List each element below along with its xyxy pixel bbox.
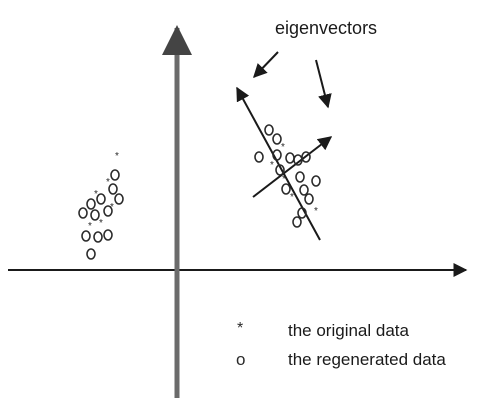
regenerated-data-point [281, 183, 291, 195]
regenerated-data-point [275, 164, 285, 176]
annotation-pointer-right [315, 59, 332, 109]
legend-label-original: the original data [288, 321, 410, 340]
regenerated-data-point [96, 193, 106, 205]
regenerated-data-point [93, 231, 103, 243]
regenerated-data-point [295, 171, 305, 183]
original-data-point: * [94, 189, 98, 200]
legend-symbol-original: * [237, 320, 243, 337]
original-data-point: * [314, 206, 318, 217]
left-data-cluster: * * * * * * [78, 151, 124, 260]
regenerated-data-point [108, 183, 118, 195]
original-data-point: * [281, 142, 285, 153]
regenerated-data-point [254, 151, 264, 163]
original-data-point: * [270, 160, 274, 171]
regenerated-data-point [301, 151, 311, 163]
annotation-pointer-left [253, 51, 279, 79]
eigenvector-major [236, 86, 321, 241]
legend-label-regenerated: the regenerated data [288, 350, 446, 369]
regenerated-data-point [264, 124, 274, 136]
regenerated-data-point [86, 198, 96, 210]
regenerated-data-point [304, 193, 314, 205]
regenerated-data-point [78, 207, 88, 219]
regenerated-data-point [297, 207, 307, 219]
right-data-cluster: * * * * * [254, 124, 321, 228]
regenerated-data-point [114, 193, 124, 205]
regenerated-data-point [272, 149, 282, 161]
original-data-point: * [115, 151, 119, 162]
legend-symbol-regenerated: o [236, 350, 245, 369]
regenerated-data-point [86, 248, 96, 260]
regenerated-data-point [110, 169, 120, 181]
original-data-point: * [110, 202, 114, 213]
original-data-point: * [88, 221, 92, 232]
original-data-point: * [106, 177, 110, 188]
regenerated-data-point [90, 209, 100, 221]
regenerated-data-point [299, 184, 309, 196]
legend: * the original data o the regenerated da… [236, 320, 446, 369]
regenerated-data-point [311, 175, 321, 187]
original-data-point: * [99, 218, 103, 229]
regenerated-data-point [292, 216, 302, 228]
regenerated-data-point [285, 152, 295, 164]
regenerated-data-point [81, 230, 91, 242]
eigenvector-minor [252, 136, 333, 198]
original-data-point: * [290, 192, 294, 203]
eigenvectors-label: eigenvectors [275, 18, 377, 38]
regenerated-data-point [103, 229, 113, 241]
regenerated-data-point [103, 205, 113, 217]
regenerated-data-point [272, 133, 282, 145]
original-data-point: * [282, 174, 286, 185]
